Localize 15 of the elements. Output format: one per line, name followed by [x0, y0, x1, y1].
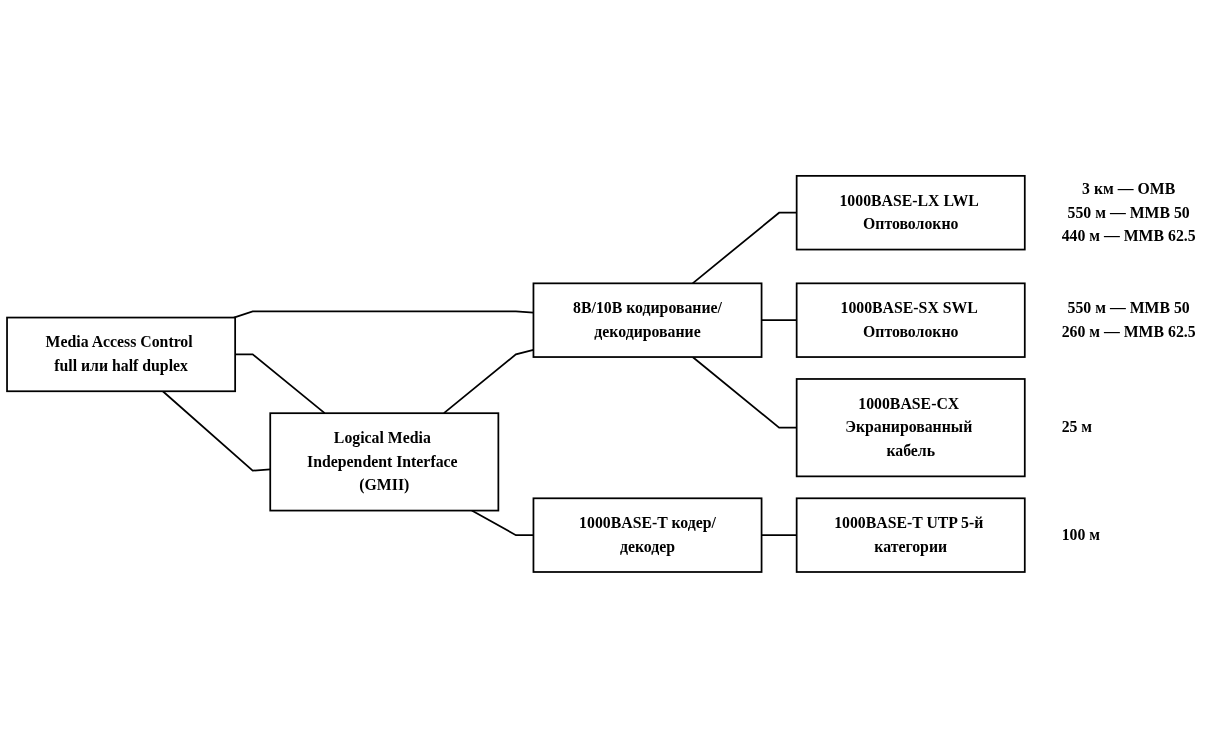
- node-box: 1000BASE-LX LWL Оптоволокно: [795, 175, 1026, 251]
- node-box: 1000BASE-CX Экранированный кабель: [795, 378, 1026, 478]
- node-box: 1000BASE-T UTP 5-й категории: [795, 497, 1026, 574]
- node-label: 100 м: [1061, 526, 1101, 544]
- node-box: 8B/10B кодирование/декодирование: [532, 282, 763, 359]
- node-label: 440 м — MMB 62.5: [1061, 227, 1196, 246]
- node-box: Logical Media Independent Interface (GMII): [269, 412, 500, 512]
- node-label: 25 м: [1061, 418, 1093, 437]
- node-label: 260 м — MMB 62.5: [1061, 323, 1196, 341]
- node-label: 3 км — OMB: [1082, 180, 1176, 198]
- node-label: 550 м — MMB 50: [1067, 299, 1190, 318]
- node-label: 550 м — MMB 50: [1067, 203, 1190, 222]
- node-box: Media Access Control full или half duplex: [6, 317, 237, 393]
- node-box: 1000BASE-T кодер/декодер: [532, 497, 763, 574]
- node-box: 1000BASE-SX SWL Оптоволокно: [795, 282, 1026, 359]
